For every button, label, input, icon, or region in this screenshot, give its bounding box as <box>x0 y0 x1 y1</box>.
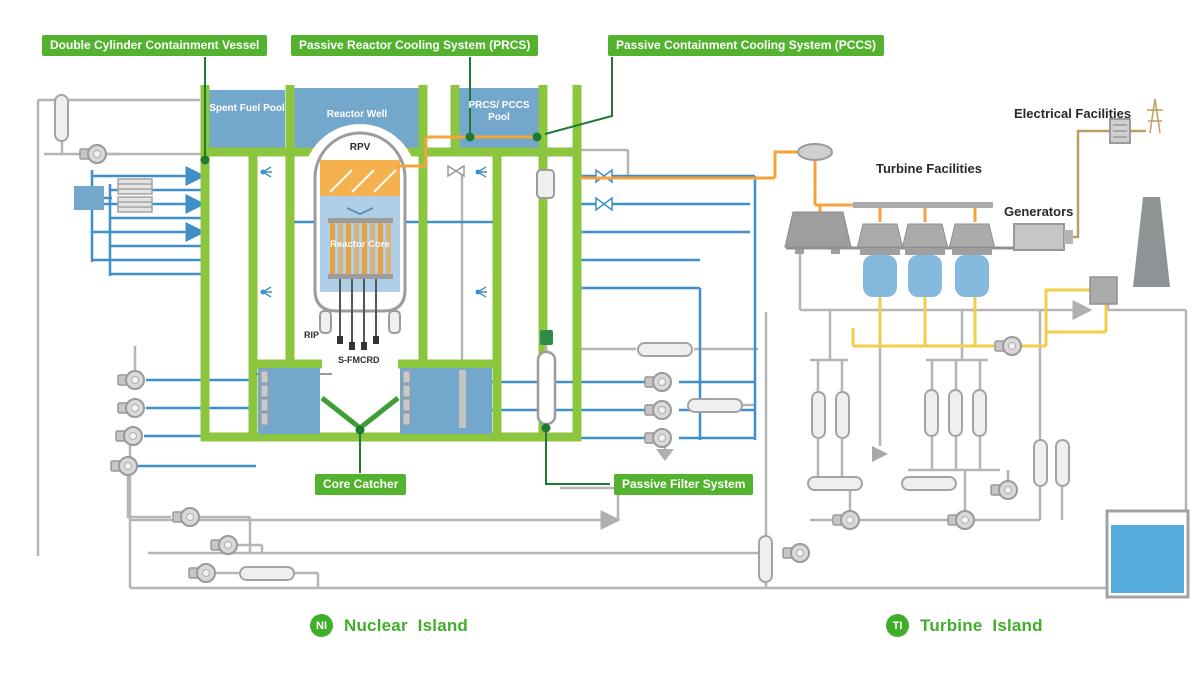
lp-turbine-icon <box>856 223 904 250</box>
feedwater-heater-icon <box>948 389 963 437</box>
rip-pump-left <box>319 310 332 334</box>
heat-exchanger-icon <box>807 476 863 491</box>
core-catcher-tag: Core Catcher <box>315 474 407 495</box>
pccs-tag: Passive Containment Cooling System (PCCS… <box>608 35 885 56</box>
fan-icon <box>656 449 674 461</box>
pump-icon <box>210 535 238 555</box>
heat-exchanger-icon <box>687 398 743 413</box>
pump-icon <box>79 144 107 164</box>
turbine-deck <box>853 202 993 208</box>
steam-drum-icon <box>797 143 833 161</box>
ti-label: Turbine Island <box>920 615 1043 635</box>
chimney-icon <box>1133 197 1170 287</box>
pump-icon <box>115 426 143 446</box>
turbine-island <box>784 143 1170 305</box>
electrical-facilities-label: Electrical Facilities <box>1014 106 1132 121</box>
pump-icon <box>188 563 216 583</box>
components <box>54 94 1190 599</box>
reactor-well-label: Reactor Well <box>326 109 388 120</box>
fan-icon <box>872 446 888 462</box>
pump-icon <box>117 370 145 390</box>
condenser-icon <box>952 248 992 297</box>
heat-exchanger-icon <box>239 566 295 581</box>
ni-label: Nuclear Island <box>344 615 469 635</box>
vent-modules <box>260 370 411 426</box>
generator-icon <box>1013 223 1065 251</box>
pump-icon <box>994 336 1022 356</box>
heat-exchanger-icon <box>54 94 69 142</box>
pump-icon <box>644 372 672 392</box>
substation-box <box>1089 276 1118 305</box>
fmcrd-motors <box>337 336 379 350</box>
feedwater-heater-icon <box>1055 439 1070 487</box>
feedwater-heater-icon <box>811 391 826 439</box>
nuclear-island-legend: NI Nuclear Island <box>310 614 468 637</box>
prcs-pccs-pool-label: PRCS/ PCCS Pool <box>468 100 530 123</box>
passive-filter-tag: Passive Filter System <box>614 474 754 495</box>
feedwater-heater-icon <box>924 389 939 437</box>
containment-tag: Double Cylinder Containment Vessel <box>42 35 268 56</box>
prcs-condenser <box>536 169 555 199</box>
pump-icon <box>644 400 672 420</box>
sfmcrd-label: S-FMCRD <box>338 355 380 365</box>
makeup-tank <box>74 186 104 210</box>
condenser-icon <box>905 248 945 297</box>
water-tank-water <box>1111 525 1184 593</box>
spray-nozzle-icon <box>474 286 488 298</box>
pump-icon <box>990 480 1018 500</box>
pump-icon <box>644 428 672 448</box>
heat-exchanger-icon <box>901 476 957 491</box>
heat-exchanger-icon <box>117 178 153 195</box>
pump-icon <box>172 507 200 527</box>
spent-fuel-pool <box>209 90 285 150</box>
heat-exchanger-icon <box>117 196 153 213</box>
control-rod-drives <box>339 279 377 342</box>
prcs-tag: Passive Reactor Cooling System (PRCS) <box>291 35 539 56</box>
feedwater-heater-icon <box>758 535 773 583</box>
fuel-assemblies <box>330 223 391 274</box>
heat-exchanger-icon <box>637 342 693 357</box>
feedwater-heater-icon <box>1033 439 1048 487</box>
rip-pump-right <box>388 310 401 334</box>
turbine-island-legend: TI Turbine Island <box>886 614 1043 637</box>
lp-turbine-icon <box>901 223 949 250</box>
valve-icon <box>595 168 613 212</box>
pump-icon <box>782 543 810 563</box>
pump-icon <box>832 510 860 530</box>
ti-badge: TI <box>886 614 909 637</box>
rip-label: RIP <box>304 330 320 340</box>
standpipe <box>459 370 466 428</box>
spray-nozzle-icon <box>259 286 273 298</box>
pylon-icon <box>1147 98 1163 134</box>
spray-nozzle-icon <box>474 166 488 178</box>
pump-icon <box>117 398 145 418</box>
reactor-core-label: Reactor Core <box>330 239 390 250</box>
filter-valve <box>540 330 553 345</box>
pump-icon <box>947 510 975 530</box>
lp-turbine-icon <box>948 223 996 250</box>
rpv-label: RPV <box>349 142 371 153</box>
pump-icon <box>110 456 138 476</box>
condenser-icon <box>860 248 900 297</box>
spray-nozzle-icon <box>259 166 273 178</box>
filter-cylinder <box>536 350 557 426</box>
spent-fuel-pool-label: Spent Fuel Pool <box>209 103 285 114</box>
hp-turbine-icon <box>784 211 852 248</box>
core-catcher <box>320 396 400 432</box>
callout-leaders <box>200 57 613 485</box>
ni-badge: NI <box>310 614 333 637</box>
feedwater-heater-icon <box>972 389 987 437</box>
turbine-facilities-label: Turbine Facilities <box>876 161 982 176</box>
reactor-pressure-vessel <box>256 124 417 379</box>
feedwater-heater-icon <box>835 391 850 439</box>
generators-label: Generators <box>1004 204 1074 219</box>
yellow-piping <box>851 288 1108 348</box>
suppression-pools <box>258 368 492 434</box>
